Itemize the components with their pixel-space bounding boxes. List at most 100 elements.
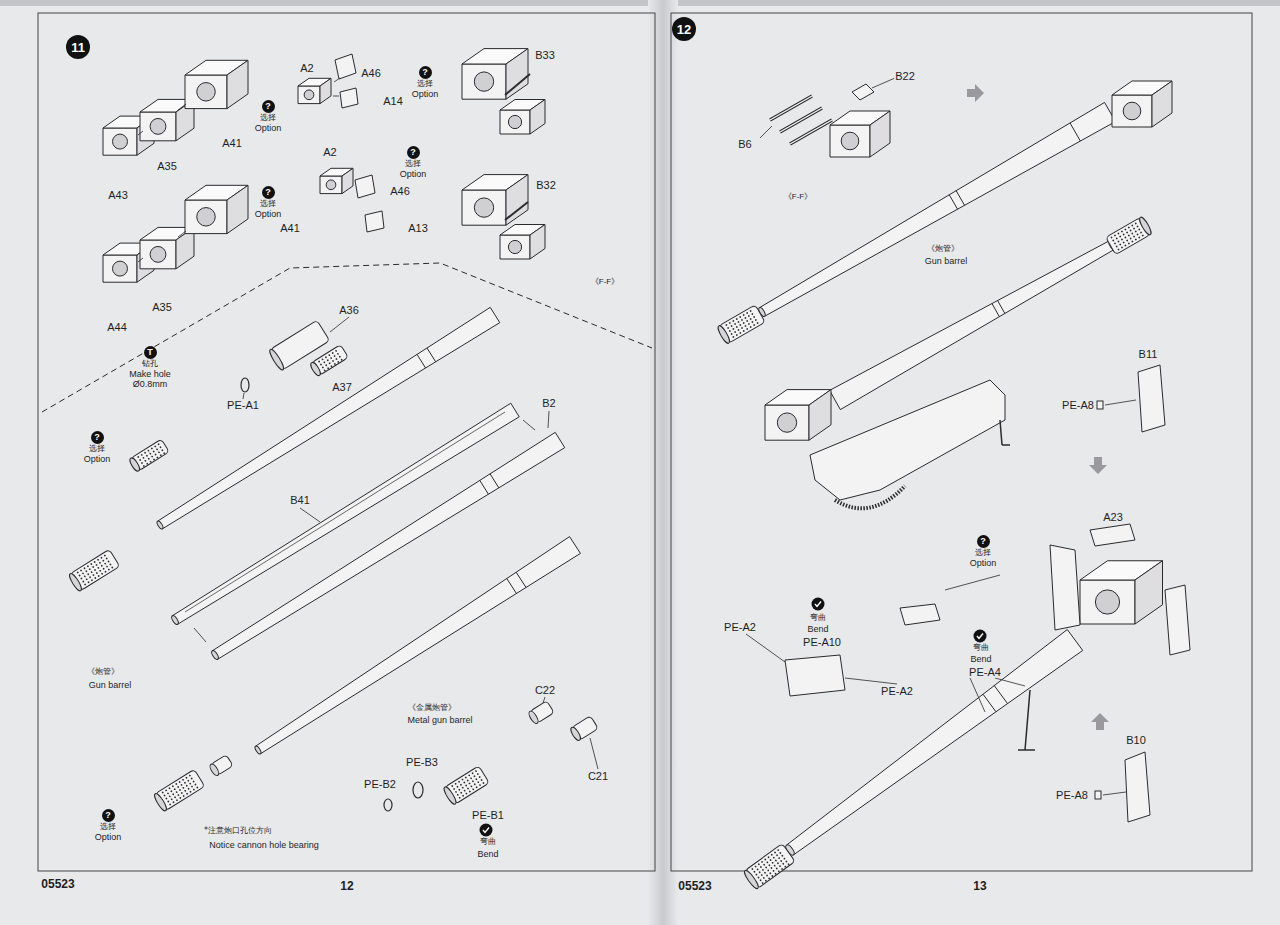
vent-hole xyxy=(767,856,770,859)
leader-line xyxy=(1105,400,1136,405)
vent-hole xyxy=(465,784,467,786)
vent-hole xyxy=(778,870,781,873)
vent-hole xyxy=(179,797,181,799)
part-number: PE-A2 xyxy=(880,686,914,697)
vent-hole xyxy=(161,791,163,793)
option-icon: ?选择Option xyxy=(399,146,428,179)
icon-glyph: ? xyxy=(419,66,432,79)
vent-hole xyxy=(475,786,477,788)
vent-hole xyxy=(1110,236,1112,238)
vent-hole xyxy=(95,564,97,566)
vent-hole xyxy=(78,574,80,576)
breech-part xyxy=(140,112,176,141)
icon-caption: Option xyxy=(254,123,283,133)
vent-hole xyxy=(781,855,784,858)
vent-hole xyxy=(109,563,111,565)
small-part-bore xyxy=(304,90,314,100)
vent-hole xyxy=(85,578,87,580)
vent-hole xyxy=(1121,246,1123,248)
vent-hole xyxy=(339,356,341,358)
vent-hole xyxy=(192,780,194,782)
part-number: A36 xyxy=(338,305,360,316)
vent-hole xyxy=(161,449,163,451)
vent-hole xyxy=(104,554,106,556)
vent-hole xyxy=(1121,230,1123,232)
vent-hole xyxy=(472,788,474,790)
vent-hole xyxy=(1135,230,1137,232)
vent-hole xyxy=(781,868,784,871)
vent-hole xyxy=(753,316,755,318)
vent-hole xyxy=(749,326,751,328)
icon-glyph: ? xyxy=(407,146,420,159)
breech-block xyxy=(1080,580,1135,624)
vent-hole xyxy=(480,779,482,781)
vent-hole xyxy=(89,568,91,570)
breech-part xyxy=(830,125,870,157)
vent-hole xyxy=(176,799,178,801)
vent-hole xyxy=(82,572,84,574)
vent-hole xyxy=(470,785,472,787)
pe-plate xyxy=(900,604,940,625)
barrel-ring xyxy=(956,191,964,206)
muzzle-brake-end xyxy=(309,361,322,377)
assembly-arrow xyxy=(333,96,339,97)
barrel-support xyxy=(1025,690,1030,750)
vent-hole xyxy=(765,866,768,869)
option-icon: ?选择Option xyxy=(254,186,283,219)
vent-hole xyxy=(144,452,146,454)
vent-hole xyxy=(475,778,477,780)
muzzle-brake-end xyxy=(527,710,540,725)
breech-block-bore xyxy=(197,208,215,226)
vent-hole xyxy=(477,773,479,775)
vent-hole xyxy=(1136,225,1138,227)
vent-hole xyxy=(143,465,145,467)
vent-hole xyxy=(181,792,183,794)
vent-hole xyxy=(89,576,91,578)
step-badge: 11 xyxy=(66,35,90,59)
pe-plate-a10 xyxy=(785,655,845,696)
page-number: 13 xyxy=(972,880,987,892)
barrel-ring xyxy=(949,195,957,209)
part-number: B2 xyxy=(541,398,556,409)
vent-hole xyxy=(186,793,188,795)
vent-hole xyxy=(182,787,184,789)
vent-hole xyxy=(771,862,774,865)
vent-hole xyxy=(1129,237,1131,239)
vent-hole xyxy=(184,782,186,784)
vent-hole xyxy=(779,865,782,868)
vent-hole xyxy=(460,783,462,785)
vent-hole xyxy=(1142,234,1144,236)
vent-hole xyxy=(84,583,86,585)
vent-hole xyxy=(332,360,334,362)
direction-arrow-shape xyxy=(967,84,984,102)
muzzle-brake-end xyxy=(716,324,731,344)
assembly-arrow xyxy=(138,258,143,262)
page-frame xyxy=(38,13,655,871)
barrel-ring xyxy=(983,694,996,712)
breech-block-side xyxy=(1152,81,1172,127)
breech-block xyxy=(462,190,506,225)
vent-hole xyxy=(768,864,771,867)
vent-hole xyxy=(322,366,324,368)
vent-hole xyxy=(780,860,783,863)
vent-hole xyxy=(156,456,158,458)
vent-hole xyxy=(330,365,332,367)
vent-hole xyxy=(729,330,731,332)
paper-top-edge xyxy=(0,0,1280,6)
icon-glyph: ? xyxy=(102,809,115,822)
vent-hole xyxy=(1138,228,1140,230)
vent-hole xyxy=(746,312,748,314)
breech-block-bore xyxy=(1123,102,1141,120)
leader-line xyxy=(760,126,772,138)
barrel-muzzle xyxy=(254,745,262,755)
vent-hole xyxy=(777,849,780,852)
vent-hole xyxy=(748,315,750,317)
part-number: C21 xyxy=(587,771,609,782)
vent-hole xyxy=(776,854,779,857)
vent-hole xyxy=(764,871,767,874)
pe-ring xyxy=(384,799,392,811)
part-number: B32 xyxy=(535,180,557,191)
vent-hole xyxy=(1131,240,1133,242)
part-number: B33 xyxy=(534,50,556,61)
breech-block-side xyxy=(809,390,831,441)
